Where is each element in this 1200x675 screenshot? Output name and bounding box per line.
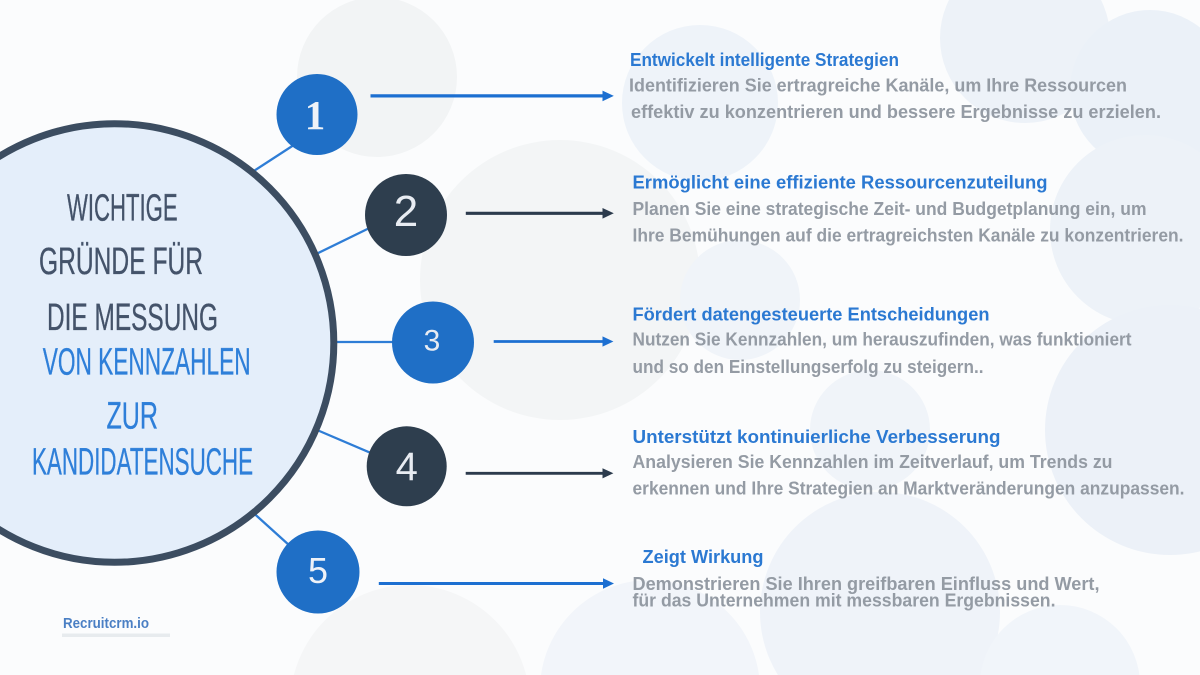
svg-text:1: 1 [305, 92, 326, 138]
svg-text:und so den Einstellungserfolg: und so den Einstellungserfolg zu steiger… [633, 356, 984, 377]
svg-text:KANDIDATENSUCHE: KANDIDATENSUCHE [32, 442, 253, 484]
svg-text:Analysieren Sie Kennzahlen im: Analysieren Sie Kennzahlen im Zeitverlau… [633, 451, 1113, 472]
svg-text:Zeigt Wirkung: Zeigt Wirkung [643, 546, 764, 567]
svg-text:Unterstützt kontinuierliche Ve: Unterstützt kontinuierliche Verbesserung [633, 426, 1001, 447]
svg-text:DIE MESSUNG: DIE MESSUNG [47, 297, 218, 339]
svg-text:Identifizieren Sie ertragreich: Identifizieren Sie ertragreiche Kanäle, … [629, 74, 1127, 95]
svg-text:Ermöglicht eine effiziente Res: Ermöglicht eine effiziente Ressourcenzut… [633, 172, 1048, 193]
svg-text:Entwickelt intelligente Strate: Entwickelt intelligente Strategien [630, 49, 899, 70]
svg-text:Recruitcrm.io: Recruitcrm.io [63, 615, 149, 632]
svg-text:WICHTIGE: WICHTIGE [67, 188, 178, 230]
svg-text:Demonstrieren Sie Ihren greifb: Demonstrieren Sie Ihren greifbaren Einfl… [633, 573, 1100, 594]
svg-text:5: 5 [308, 550, 328, 591]
svg-text:Ihre Bemühungen auf die ertrag: Ihre Bemühungen auf die ertragreichsten … [633, 224, 1184, 245]
svg-text:für das Unternehmen mit messba: für das Unternehmen mit messbaren Ergebn… [633, 589, 1056, 610]
svg-text:ZUR: ZUR [107, 396, 159, 438]
svg-text:Nutzen Sie Kennzahlen, um hera: Nutzen Sie Kennzahlen, um herauszufinden… [633, 329, 1132, 350]
svg-text:effektiv zu konzentrieren und: effektiv zu konzentrieren und bessere Er… [631, 101, 1161, 122]
svg-text:4: 4 [396, 445, 418, 489]
svg-text:erkennen und Ihre Strategien a: erkennen und Ihre Strategien an Marktver… [633, 478, 1185, 499]
svg-text:GRÜNDE FÜR: GRÜNDE FÜR [39, 241, 203, 283]
svg-text:Planen Sie eine strategische Z: Planen Sie eine strategische Zeit- und B… [633, 198, 1147, 219]
svg-text:3: 3 [424, 325, 441, 358]
svg-text:2: 2 [394, 187, 418, 236]
svg-text:VON KENNZAHLEN: VON KENNZAHLEN [43, 342, 251, 384]
svg-text:Fördert datengesteuerte Entsch: Fördert datengesteuerte Entscheidungen [633, 304, 990, 325]
